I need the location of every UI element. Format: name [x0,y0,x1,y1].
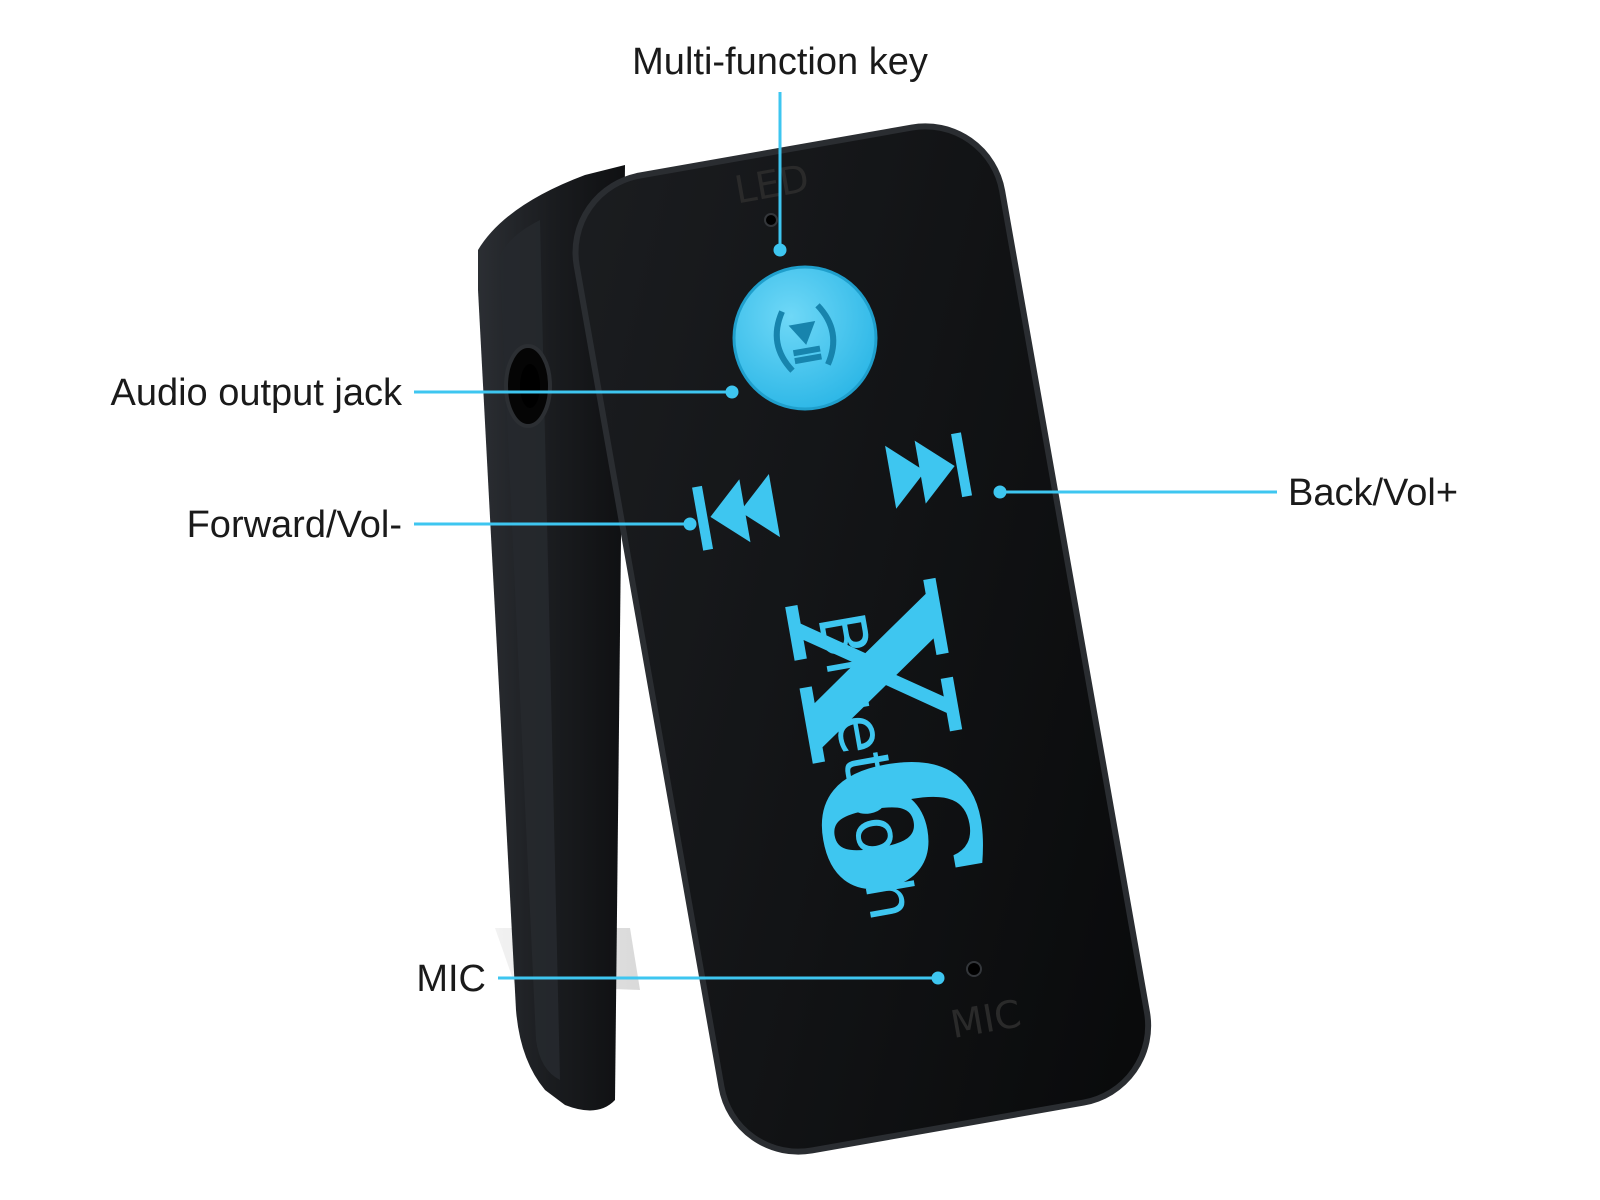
multi-function-button [732,265,878,411]
call-play-pause-icon [773,303,837,373]
callout-audio-output-jack: Audio output jack [110,372,403,414]
callout-forward-vol-minus: Forward/Vol- [187,504,402,546]
leader-dot-mic [931,971,945,985]
leader-dot-multi-function-key [773,243,787,257]
audio-jack-hole [520,364,540,408]
fast-rewind-icon [692,474,780,551]
device-front-face [572,123,1152,1155]
fast-forward-icon [885,432,973,509]
mic-hole [966,961,982,977]
device-side-edge [500,220,560,1080]
leader-lines [414,92,1277,985]
leader-dot-back-vol-plus [993,485,1007,499]
brand-model-print: X6 [735,569,1032,916]
led-indicator [764,213,778,227]
callout-back-vol-plus: Back/Vol+ [1288,472,1458,514]
leader-dot-forward-vol-minus [683,517,697,531]
leader-dot-audio-output-jack [725,385,739,399]
callout-multi-function-key: Multi-function key [632,41,928,83]
callout-mic: MIC [416,958,486,1000]
